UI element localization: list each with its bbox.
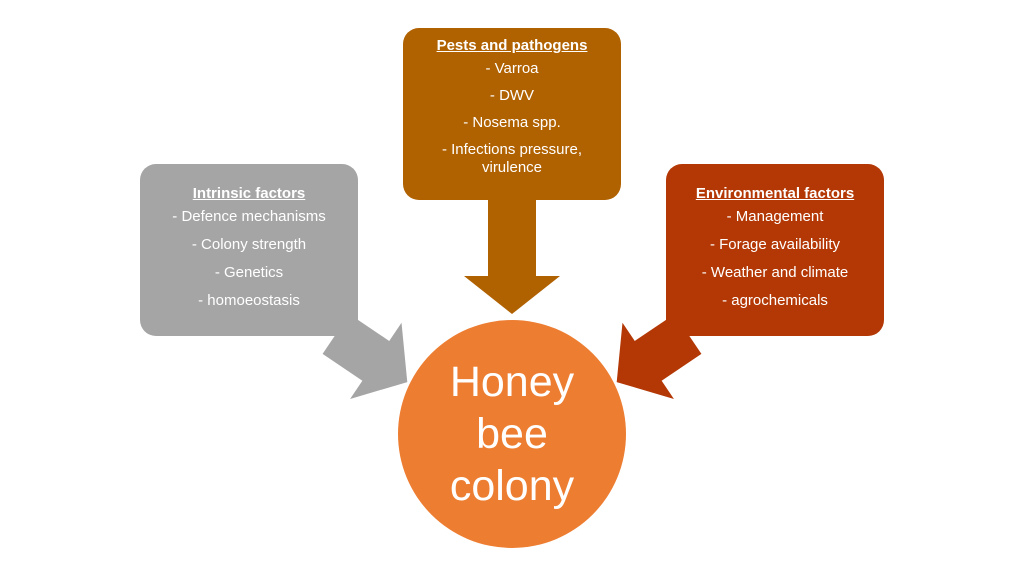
list-item: - Infections pressure, virulence [441,141,583,176]
list-item: - Genetics [214,264,284,281]
list-item: - DWV [489,87,535,104]
list-item: - Varroa [485,60,539,77]
pests-and-pathogens-box: Pests and pathogens - Varroa - DWV - Nos… [403,28,621,200]
list-item: - Nosema spp. [463,114,561,131]
environmental-factors-box: Environmental factors - Management - For… [666,164,884,336]
list-item: - Weather and climate [701,264,849,281]
pests-and-pathogens-list: - Varroa - DWV - Nosema spp. - Infection… [411,60,613,177]
environmental-factors-title: Environmental factors [695,185,855,202]
pests-and-pathogens-title: Pests and pathogens [436,37,588,54]
list-item: - Management [726,208,824,225]
list-item: - homoeostasis [198,292,300,309]
honey-bee-colony-circle: Honey bee colony [398,320,626,548]
intrinsic-factors-box: Intrinsic factors - Defence mechanisms -… [140,164,358,336]
intrinsic-factors-list: - Defence mechanisms - Colony strength -… [148,208,350,310]
list-item: - Colony strength [191,236,307,253]
environmental-factors-list: - Management - Forage availability - Wea… [674,208,876,310]
list-item: - Forage availability [709,236,841,253]
intrinsic-factors-title: Intrinsic factors [192,185,306,202]
list-item: - Defence mechanisms [172,208,326,225]
list-item: - agrochemicals [722,292,828,309]
honey-bee-colony-label: Honey bee colony [449,358,575,510]
arrow-pests-to-colony [464,198,560,314]
